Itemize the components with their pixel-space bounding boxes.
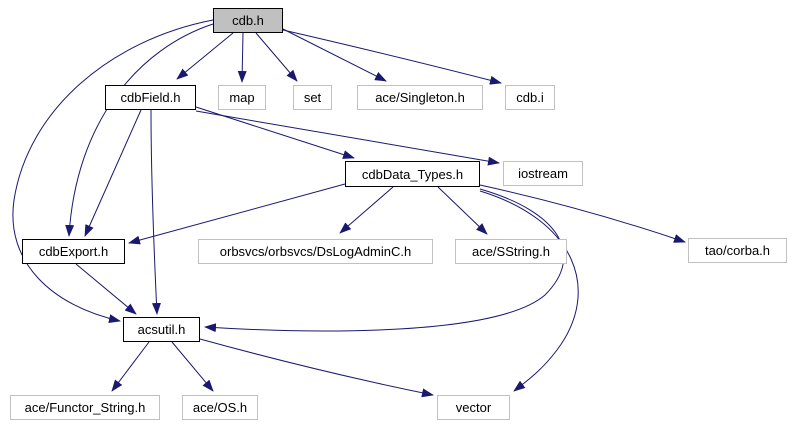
edge-cdb-h-to-cdbExport-h	[65, 23, 214, 237]
node-ace-Functor-String-h: ace/Functor_String.h	[10, 395, 160, 420]
edge-cdb-h-to-acsutil-h	[12, 19, 214, 324]
edge-cdbData-Types-h-to-vector	[479, 190, 579, 392]
edge-cdb-h-to-cdbField-h	[176, 32, 234, 80]
edge-cdbData-Types-h-to-acsutil-h	[204, 188, 565, 333]
node-ace-Singleton-h: ace/Singleton.h	[357, 85, 483, 110]
edge-cdbData-Types-h-to-ace-SString-h	[437, 186, 488, 235]
edge-cdbData-Types-h-to-tao-corba-h	[479, 184, 686, 243]
node-ace-SString-h: ace/SString.h	[455, 239, 567, 264]
node-cdbData-Types-h[interactable]: cdbData_Types.h	[345, 161, 480, 187]
edge-acsutil-h-to-vector	[199, 338, 434, 398]
node-DsLogAdminC-h: orbsvcs/orbsvcs/DsLogAdminC.h	[198, 239, 433, 264]
edge-cdb-h-to-map	[237, 32, 247, 83]
node-cdb-h: cdb.h	[213, 8, 283, 33]
edge-acsutil-h-to-ace-Functor-String-h	[111, 341, 150, 392]
edge-acsutil-h-to-ace-OS-h	[171, 341, 214, 392]
node-cdbField-h[interactable]: cdbField.h	[105, 85, 196, 110]
node-cdb-i: cdb.i	[505, 85, 555, 110]
node-acsutil-h[interactable]: acsutil.h	[123, 317, 200, 342]
edge-cdbField-h-to-cdbExport-h	[84, 109, 142, 237]
edge-cdb-h-to-cdb-i	[282, 29, 502, 85]
node-vector: vector	[437, 395, 510, 420]
edge-cdbField-h-to-acsutil-h	[150, 109, 161, 315]
node-cdbExport-h[interactable]: cdbExport.h	[22, 239, 125, 264]
node-set: set	[293, 85, 332, 110]
node-map: map	[218, 85, 266, 110]
edge-cdb-h-to-set	[255, 32, 298, 82]
node-ace-OS-h: ace/OS.h	[182, 395, 258, 420]
edge-cdbExport-h-to-acsutil-h	[75, 263, 137, 315]
edge-cdbField-h-to-iostream	[195, 110, 500, 166]
node-tao-corba-h: tao/corba.h	[688, 238, 787, 263]
edge-cdb-h-to-ace-Singleton-h	[282, 28, 387, 82]
edge-cdbData-Types-h-to-cdbExport-h	[128, 183, 346, 245]
edge-cdbData-Types-h-to-DsLogAdminC-h	[339, 186, 394, 234]
node-iostream: iostream	[503, 161, 583, 186]
